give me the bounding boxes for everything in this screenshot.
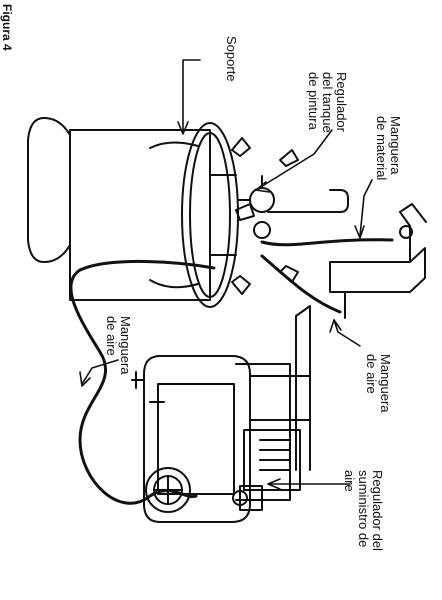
label-line: Regulador bbox=[334, 72, 349, 132]
label-line: de pintura bbox=[306, 72, 321, 130]
label-line: de material bbox=[374, 116, 389, 181]
label-line: Manguera bbox=[388, 116, 403, 175]
label-line: aire bbox=[342, 470, 357, 492]
label-line: Regulador del bbox=[370, 470, 385, 551]
paint-tank bbox=[27, 117, 349, 308]
label-regulador-tanque: Regulador del tanque de pintura bbox=[306, 72, 349, 133]
label-line: Manguera bbox=[378, 354, 393, 413]
material-hose bbox=[260, 238, 394, 247]
label-line: del tanque bbox=[320, 72, 335, 133]
air-compressor bbox=[131, 305, 311, 523]
label-manguera-aire-left: Manguera de aire bbox=[104, 316, 133, 375]
label-line: de aire bbox=[104, 316, 119, 356]
figure-title: Figura 4 bbox=[0, 4, 14, 51]
callout-arrows bbox=[79, 59, 373, 490]
supply-air-hose bbox=[69, 259, 216, 505]
label-line: Soporte bbox=[224, 36, 239, 82]
label-regulador-suministro: Regulador del suministro de aire bbox=[342, 470, 385, 551]
label-line: suministro de bbox=[356, 470, 371, 548]
tank-air-hose bbox=[260, 254, 342, 314]
label-line: de aire bbox=[364, 354, 379, 394]
label-manguera-material: Manguera de material bbox=[374, 116, 403, 181]
spray-gun bbox=[329, 203, 427, 319]
label-soporte: Soporte bbox=[224, 36, 239, 82]
label-line: Manguera bbox=[118, 316, 133, 375]
label-manguera-aire-center: Manguera de aire bbox=[364, 354, 393, 413]
